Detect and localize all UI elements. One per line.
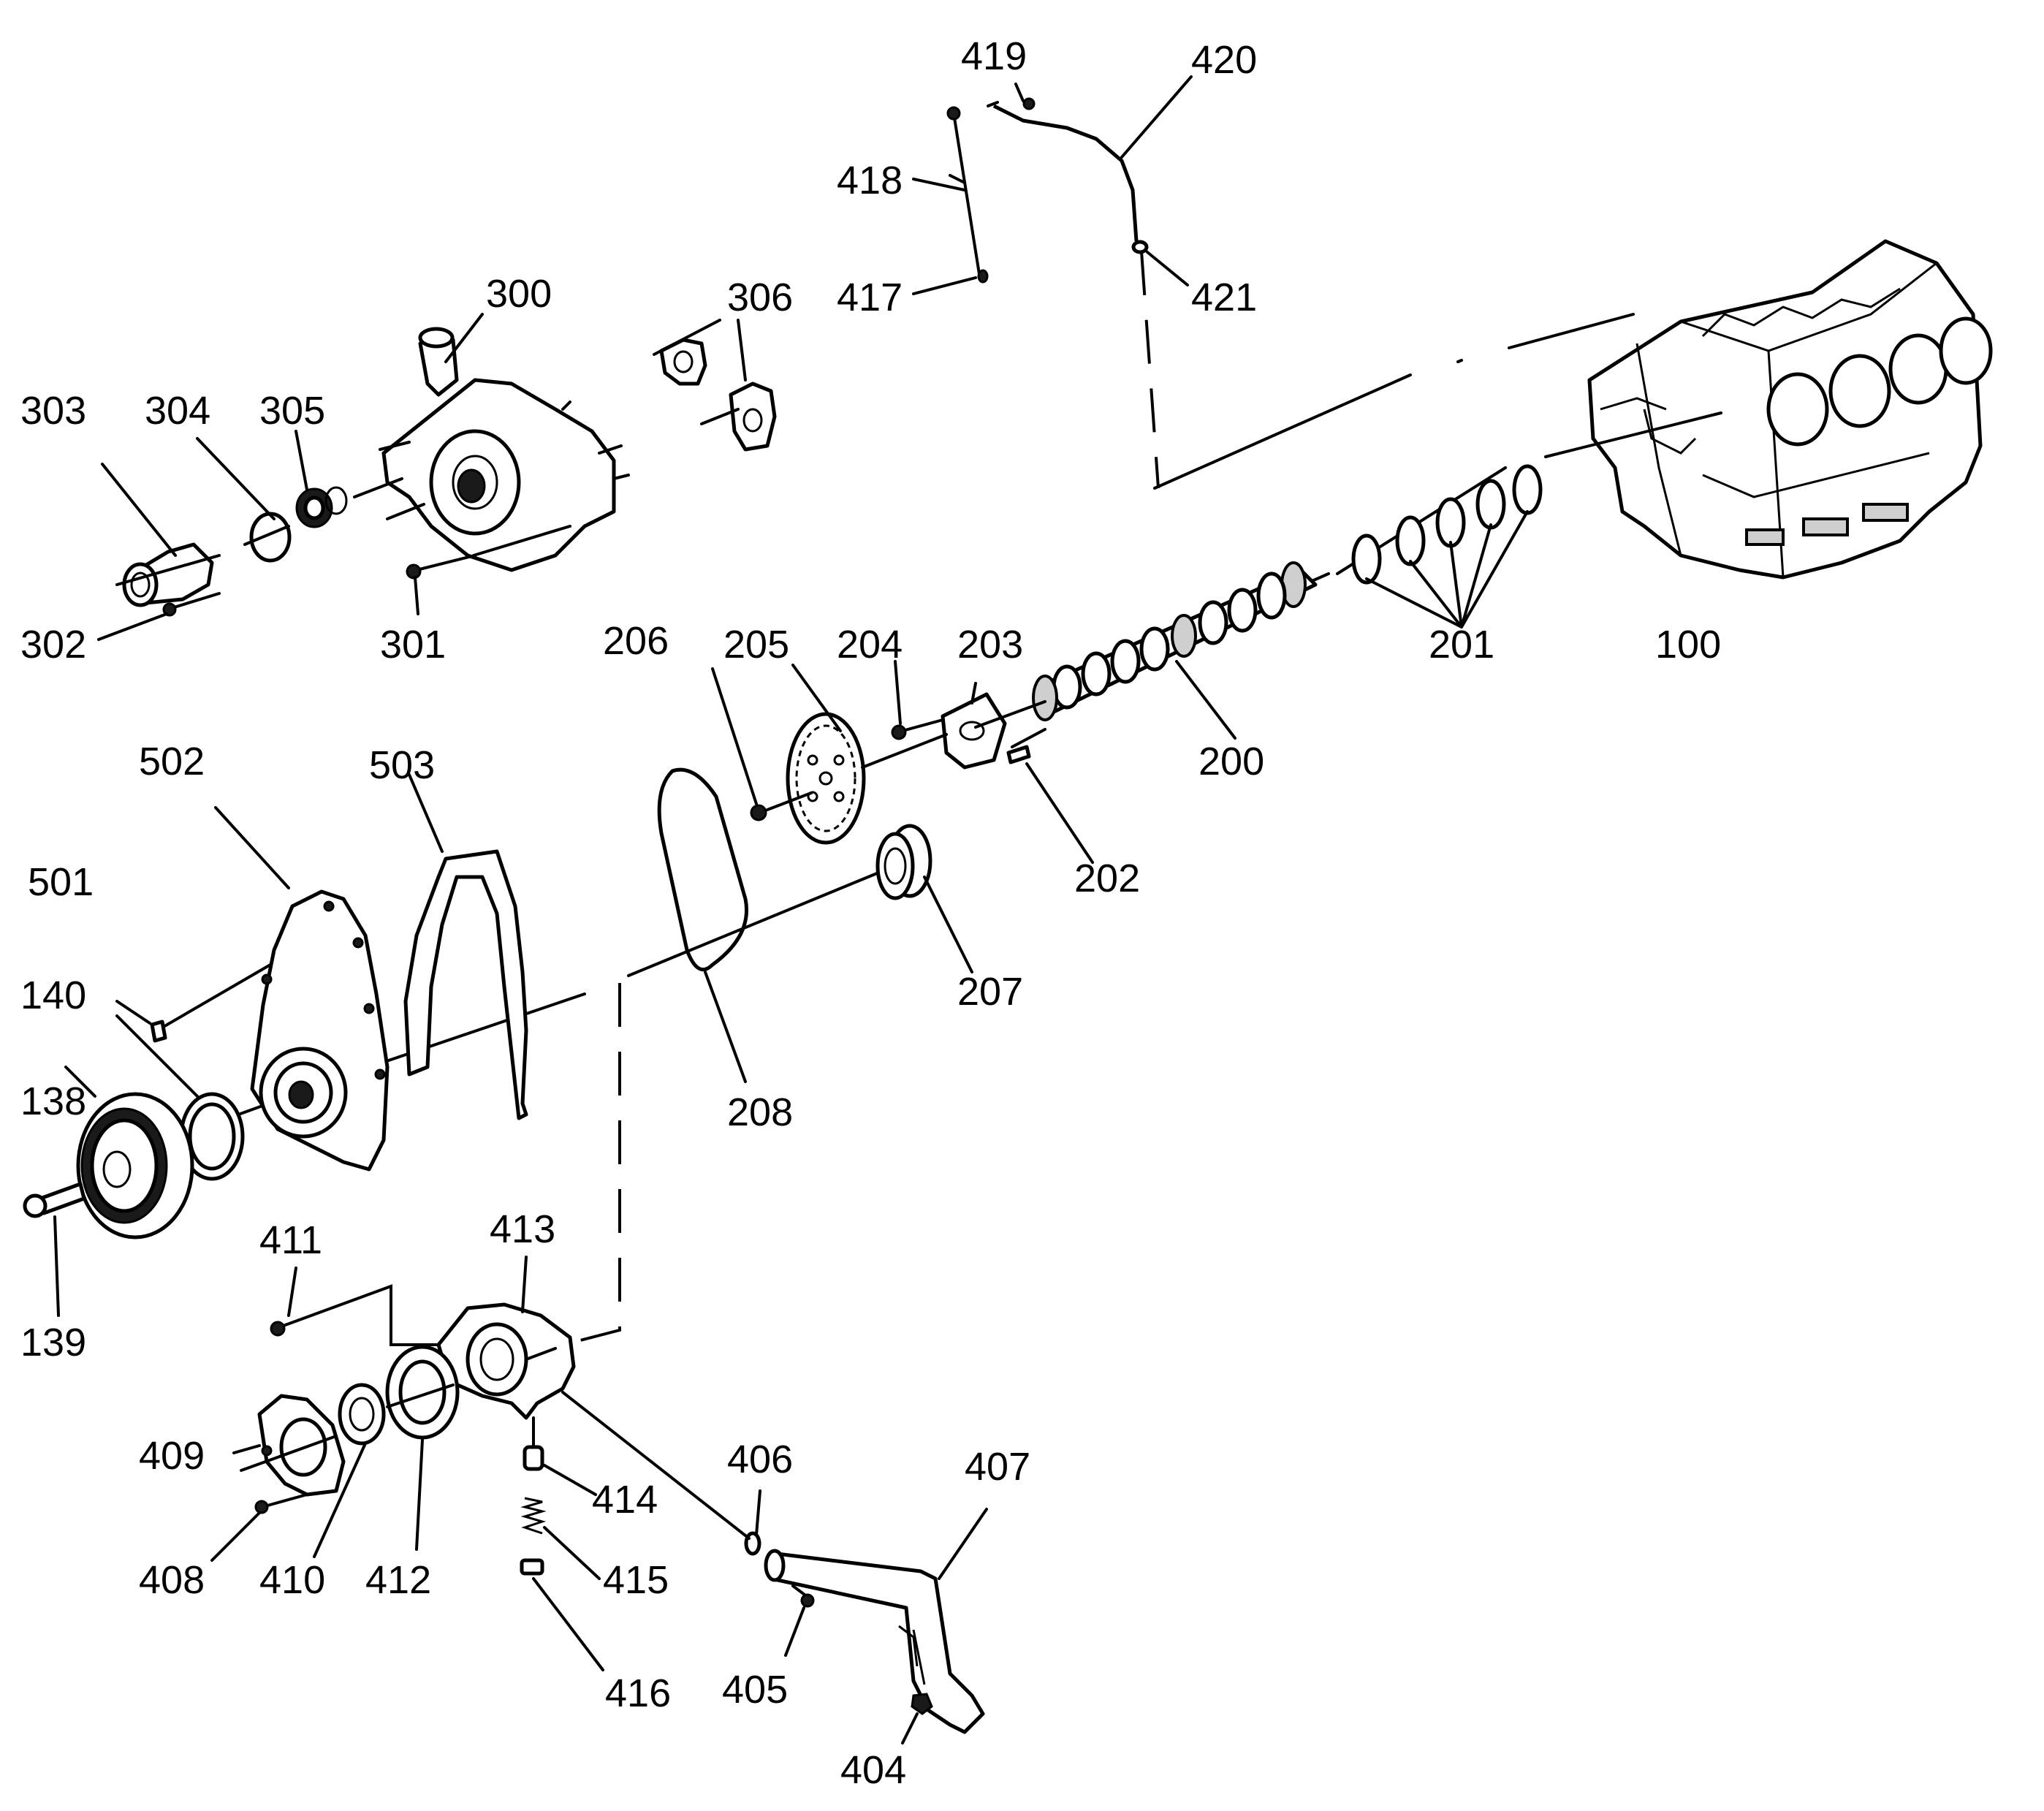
label-138: 138 bbox=[20, 1079, 86, 1123]
part-202-dowel-pin bbox=[1006, 728, 1094, 864]
guide-dipstick-drop bbox=[1140, 251, 1160, 489]
part-418-dipstick bbox=[912, 106, 981, 276]
label-407: 407 bbox=[965, 1445, 1030, 1489]
callout-labels: 100 138 139 140 200 201 202 203 204 205 … bbox=[20, 34, 1721, 1792]
label-139: 139 bbox=[20, 1321, 86, 1364]
part-140-front-seal bbox=[115, 1014, 245, 1181]
part-415-spring bbox=[520, 1497, 601, 1580]
part-419-bolt bbox=[1014, 83, 1036, 110]
part-502-front-cover bbox=[214, 806, 390, 1172]
part-302-bolt bbox=[97, 592, 221, 641]
axis-thermostat bbox=[115, 477, 403, 586]
part-201-cam-bearings bbox=[1351, 464, 1543, 629]
part-410-inner-rotor bbox=[313, 1383, 386, 1558]
label-202: 202 bbox=[1074, 857, 1140, 900]
label-405: 405 bbox=[722, 1668, 788, 1712]
part-300-water-pump bbox=[379, 313, 630, 572]
label-205: 205 bbox=[723, 623, 789, 667]
part-501-bolt bbox=[115, 963, 272, 1043]
label-140: 140 bbox=[20, 973, 86, 1017]
label-416: 416 bbox=[605, 1671, 671, 1715]
part-100-engine-block bbox=[1587, 239, 1993, 580]
part-207-crankshaft-sprocket bbox=[875, 824, 973, 973]
label-406: 406 bbox=[727, 1438, 793, 1481]
label-409: 409 bbox=[139, 1434, 205, 1478]
part-409-oil-pump-cover bbox=[232, 1394, 346, 1497]
part-138-crankshaft-balancer bbox=[64, 1066, 194, 1239]
part-405-bolt bbox=[784, 1584, 815, 1657]
label-305: 305 bbox=[259, 389, 325, 433]
label-420: 420 bbox=[1191, 38, 1257, 82]
part-412-outer-rotor bbox=[385, 1345, 460, 1551]
part-417-seal bbox=[912, 269, 989, 295]
label-207: 207 bbox=[957, 970, 1023, 1014]
part-205-camshaft-sprocket bbox=[786, 664, 948, 845]
part-208-timing-chain bbox=[657, 767, 748, 1083]
guide-oil-pump-drop bbox=[577, 983, 621, 1343]
label-414: 414 bbox=[592, 1478, 658, 1522]
part-503-front-cover-gasket bbox=[403, 773, 528, 1120]
label-301: 301 bbox=[380, 623, 446, 667]
part-305-thermostat bbox=[295, 430, 348, 528]
part-139-balancer-bolt bbox=[23, 1182, 86, 1317]
label-206: 206 bbox=[603, 619, 669, 663]
label-415: 415 bbox=[603, 1558, 669, 1602]
label-410: 410 bbox=[259, 1558, 325, 1602]
part-407-oil-pickup-tube bbox=[764, 1508, 988, 1734]
part-420-dipstick-tube bbox=[987, 75, 1193, 242]
part-204-bolt bbox=[891, 660, 944, 740]
label-304: 304 bbox=[145, 389, 210, 433]
part-200-camshaft bbox=[1032, 561, 1330, 740]
part-413-oil-pump bbox=[436, 1256, 576, 1420]
label-417: 417 bbox=[837, 276, 903, 319]
label-408: 408 bbox=[139, 1558, 205, 1602]
label-404: 404 bbox=[840, 1748, 906, 1792]
part-203-retainer-plate bbox=[941, 682, 1046, 770]
label-306: 306 bbox=[727, 276, 793, 319]
part-406-o-ring bbox=[561, 1391, 761, 1556]
part-408-bolt bbox=[210, 1493, 308, 1562]
part-304-gasket bbox=[196, 437, 292, 563]
label-300: 300 bbox=[486, 272, 552, 316]
label-203: 203 bbox=[957, 623, 1023, 667]
guide-block-upper bbox=[1153, 313, 1635, 490]
label-412: 412 bbox=[365, 1558, 431, 1602]
label-421: 421 bbox=[1191, 276, 1257, 319]
part-206-sprocket-bolt bbox=[711, 667, 813, 821]
label-204: 204 bbox=[837, 623, 903, 667]
label-208: 208 bbox=[727, 1090, 793, 1134]
label-413: 413 bbox=[490, 1207, 555, 1251]
label-303: 303 bbox=[20, 389, 86, 433]
label-302: 302 bbox=[20, 623, 86, 667]
label-100: 100 bbox=[1655, 623, 1721, 667]
part-404-nut bbox=[901, 1693, 933, 1744]
label-501: 501 bbox=[28, 860, 94, 904]
label-200: 200 bbox=[1198, 740, 1264, 783]
label-503: 503 bbox=[369, 743, 435, 787]
axis-oil-pump bbox=[240, 1347, 557, 1472]
part-306-gaskets bbox=[653, 319, 777, 452]
part-414-pressure-relief-valve bbox=[523, 1416, 597, 1496]
label-502: 502 bbox=[139, 740, 205, 783]
part-301-bolt bbox=[406, 525, 571, 615]
part-421-o-ring bbox=[1131, 240, 1189, 286]
part-411-bolt bbox=[270, 1267, 440, 1346]
part-416-plug bbox=[520, 1558, 604, 1671]
label-418: 418 bbox=[837, 159, 903, 202]
label-419: 419 bbox=[961, 34, 1027, 78]
label-411: 411 bbox=[259, 1218, 322, 1262]
label-201: 201 bbox=[1429, 623, 1494, 667]
